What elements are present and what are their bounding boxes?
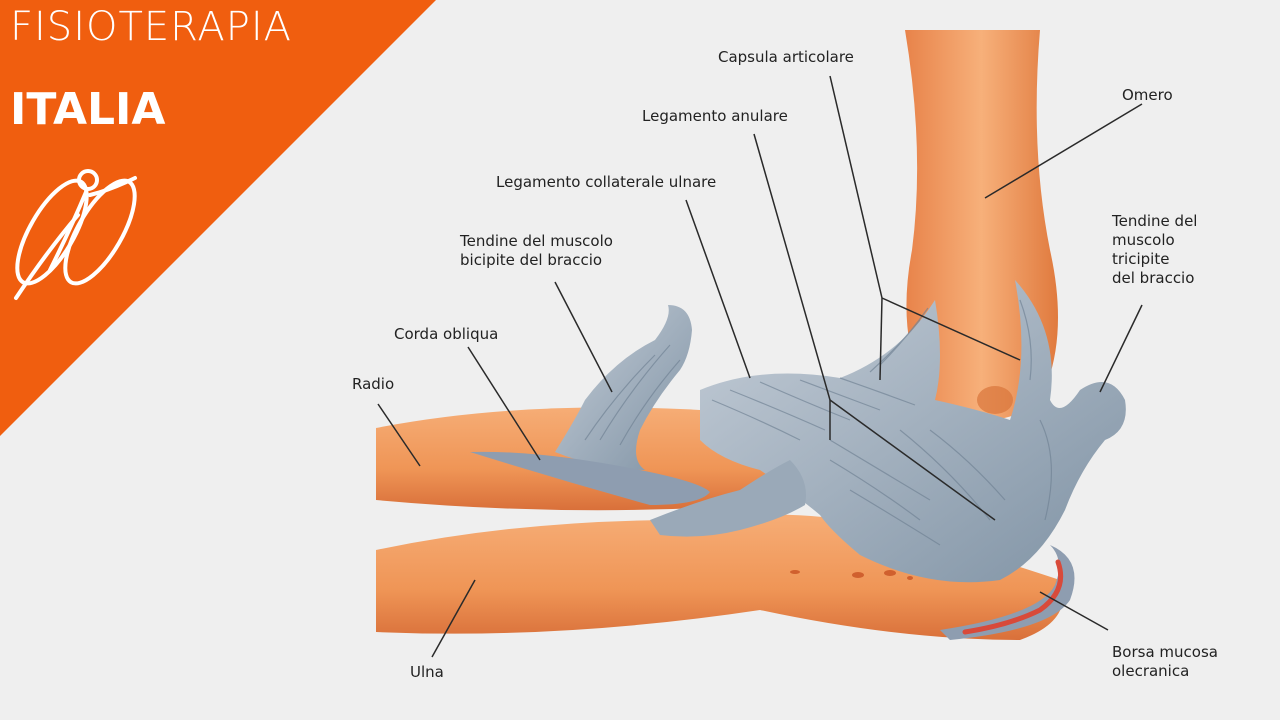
humerus-bone	[905, 30, 1058, 420]
brand-title-line1: FISIOTERAPIA	[10, 4, 292, 50]
annular-ligament	[650, 460, 806, 537]
label-radio: Radio	[352, 375, 395, 393]
leader-lines	[377, 75, 1143, 658]
brand-title-line2: ITALIA	[10, 84, 166, 135]
label-borsa-mucosa-olecranica: Borsa mucosa olecranica	[1112, 643, 1218, 680]
label-omero: Omero	[1122, 86, 1173, 104]
biceps-tendon	[555, 305, 692, 470]
label-corda-obliqua: Corda obliqua	[394, 325, 499, 343]
label-legamento-collaterale-ulnare: Legamento collaterale ulnare	[496, 173, 717, 191]
capsule-ligament	[700, 280, 1126, 583]
label-ulna: Ulna	[410, 663, 444, 681]
oblique-cord	[470, 451, 710, 505]
olecranon-bursa	[940, 545, 1075, 640]
label-capsula-articolare: Capsula articolare	[718, 48, 854, 66]
label-legamento-anulare: Legamento anulare	[642, 107, 788, 125]
label-tendine-bicipite: Tendine del muscolo bicipite del braccio	[460, 232, 613, 269]
label-tendine-tricipite: Tendine del muscolo tricipite del bracci…	[1112, 212, 1198, 287]
